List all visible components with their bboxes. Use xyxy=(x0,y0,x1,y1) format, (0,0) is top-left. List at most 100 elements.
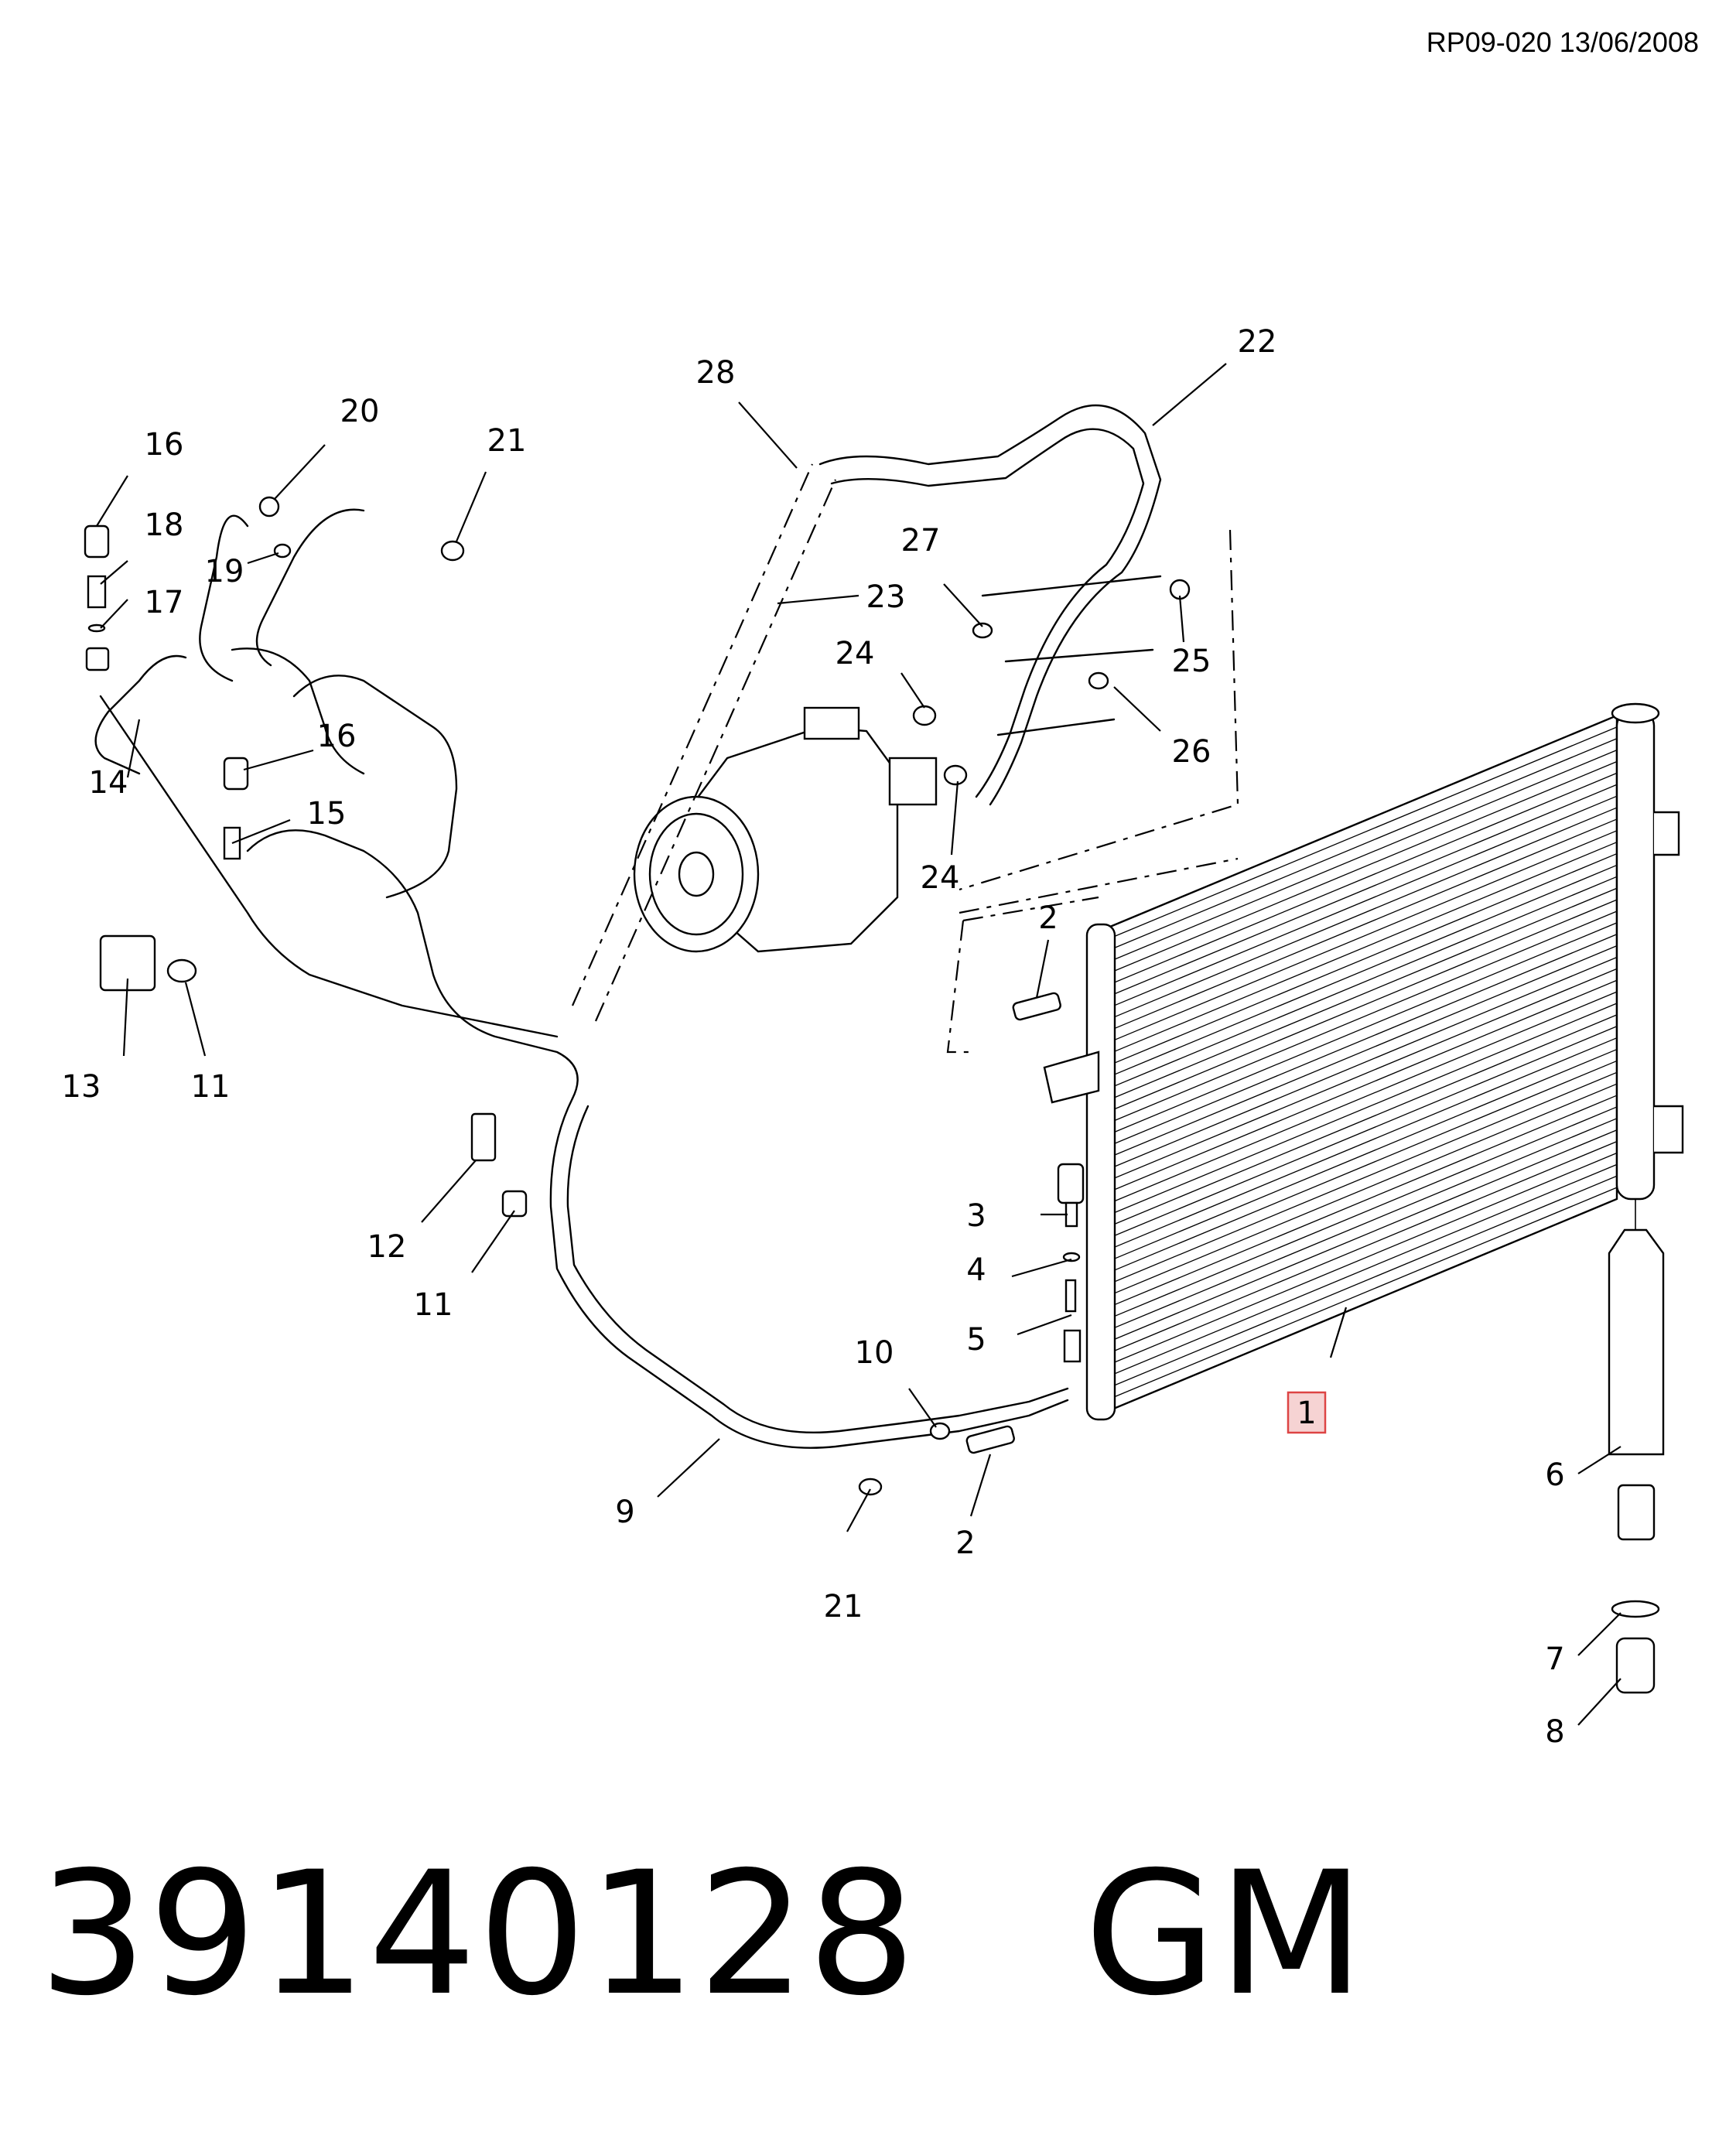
fin-line xyxy=(1106,1060,1618,1275)
fitting-2-box xyxy=(946,920,975,1054)
callout-18[interactable]: 18 xyxy=(145,507,184,543)
fin-line xyxy=(1106,852,1618,1068)
fin-line xyxy=(1106,899,1618,1113)
callout-21-upper[interactable]: 21 xyxy=(487,423,527,459)
fin-line xyxy=(1106,1140,1618,1355)
fin-line xyxy=(1106,1071,1618,1286)
callout-17[interactable]: 17 xyxy=(145,585,184,620)
callout-10[interactable]: 10 xyxy=(855,1335,894,1371)
dryer-o-ring xyxy=(1611,1600,1660,1618)
callout-16-lower[interactable]: 16 xyxy=(317,719,357,754)
fin-line xyxy=(1106,1118,1618,1332)
condenser-left-tank xyxy=(1085,923,1116,1421)
fin-line xyxy=(1106,1187,1618,1401)
highlight-box-part-1 xyxy=(1287,1391,1327,1434)
callout-4[interactable]: 4 xyxy=(966,1252,986,1288)
fin-line xyxy=(1106,1152,1618,1367)
callout-8[interactable]: 8 xyxy=(1545,1714,1564,1750)
dryer-cartridge xyxy=(1608,1228,1665,1456)
fin-line xyxy=(1106,864,1618,1079)
callout-5[interactable]: 5 xyxy=(966,1322,986,1358)
fin-line xyxy=(1106,738,1618,952)
leader-lines xyxy=(96,363,1622,1726)
callout-2-lower[interactable]: 2 xyxy=(955,1525,975,1561)
fin-line xyxy=(1106,818,1618,1033)
fin-line xyxy=(1106,1048,1618,1263)
fin-line xyxy=(1106,726,1618,941)
callout-25[interactable]: 25 xyxy=(1172,644,1211,679)
callout-9[interactable]: 9 xyxy=(615,1495,634,1530)
small-fittings xyxy=(84,496,1191,1496)
callout-16-upper[interactable]: 16 xyxy=(145,427,184,463)
callout-19[interactable]: 19 xyxy=(205,554,244,589)
fin-line xyxy=(1106,1037,1618,1252)
fin-line xyxy=(1106,956,1618,1171)
fin-line xyxy=(1106,968,1618,1182)
callout-7[interactable]: 7 xyxy=(1545,1642,1564,1677)
fin-line xyxy=(1106,1095,1618,1309)
callout-24-upper[interactable]: 24 xyxy=(836,636,875,671)
upper-bracket xyxy=(1654,811,1680,856)
fin-line xyxy=(1106,1175,1618,1389)
callout-13[interactable]: 13 xyxy=(62,1069,101,1105)
callout-11-center[interactable]: 11 xyxy=(414,1287,453,1323)
callout-21-lower[interactable]: 21 xyxy=(824,1589,863,1624)
fin-line xyxy=(1106,1106,1618,1320)
fin-line xyxy=(1106,1014,1618,1228)
callout-26[interactable]: 26 xyxy=(1172,734,1211,770)
refrigerant-lines xyxy=(94,404,1162,1449)
document-code: RP09-020 13/06/2008 xyxy=(1426,26,1699,58)
condenser-fins xyxy=(1106,726,1618,1401)
fin-line xyxy=(1106,991,1618,1205)
callout-22[interactable]: 22 xyxy=(1238,324,1277,360)
callout-28[interactable]: 28 xyxy=(696,355,736,391)
left-mount-bracket xyxy=(1043,1051,1100,1104)
part-number-heading: 39140128 GM xyxy=(39,1835,1366,2033)
fin-line xyxy=(1106,750,1618,964)
callout-24-lower[interactable]: 24 xyxy=(921,860,960,896)
fin-line xyxy=(1106,807,1618,1021)
fin-line xyxy=(1106,910,1618,1125)
callout-14[interactable]: 14 xyxy=(89,765,128,801)
dryer-cap xyxy=(1615,1637,1656,1694)
fin-line xyxy=(1106,795,1618,1010)
callout-labels: 1 2 2 3 4 5 6 7 8 9 10 11 11 12 13 14 15… xyxy=(62,324,1565,1750)
compressor-fitting-box xyxy=(959,529,1239,891)
callout-20[interactable]: 20 xyxy=(340,394,380,429)
dryer-plug xyxy=(1617,1484,1656,1541)
callout-11-left[interactable]: 11 xyxy=(191,1069,231,1105)
callout-15[interactable]: 15 xyxy=(307,796,347,832)
fin-line xyxy=(1106,922,1618,1136)
fin-line xyxy=(1106,784,1618,998)
fin-line xyxy=(1106,842,1618,1056)
fin-line xyxy=(1106,945,1618,1160)
callout-23[interactable]: 23 xyxy=(866,579,906,615)
callout-1[interactable]: 1 xyxy=(1297,1396,1316,1431)
fin-line xyxy=(1106,1163,1618,1378)
callout-3[interactable]: 3 xyxy=(966,1198,986,1234)
fin-line xyxy=(1106,760,1618,975)
fin-line xyxy=(1106,979,1618,1194)
tank-cap xyxy=(1611,702,1660,724)
lower-bracket xyxy=(1654,1105,1684,1154)
compressor xyxy=(633,706,938,953)
fin-line xyxy=(1106,830,1618,1044)
pressure-switch xyxy=(1057,1163,1085,1363)
fin-line xyxy=(1106,1026,1618,1240)
callout-6[interactable]: 6 xyxy=(1545,1457,1564,1493)
condenser-right-tank xyxy=(1615,710,1656,1201)
fin-line xyxy=(1106,934,1618,1148)
receiver-dryer xyxy=(1608,1199,1665,1694)
fin-line xyxy=(1106,1003,1618,1217)
fin-line xyxy=(1106,876,1618,1090)
fin-line xyxy=(1106,1129,1618,1344)
fin-line xyxy=(1106,772,1618,987)
callout-2-upper[interactable]: 2 xyxy=(1038,900,1058,936)
condenser-assembly xyxy=(1043,702,1684,1421)
fin-line xyxy=(1106,1083,1618,1297)
callout-27[interactable]: 27 xyxy=(901,523,941,559)
fin-line xyxy=(1106,887,1618,1102)
callout-12[interactable]: 12 xyxy=(367,1229,407,1265)
